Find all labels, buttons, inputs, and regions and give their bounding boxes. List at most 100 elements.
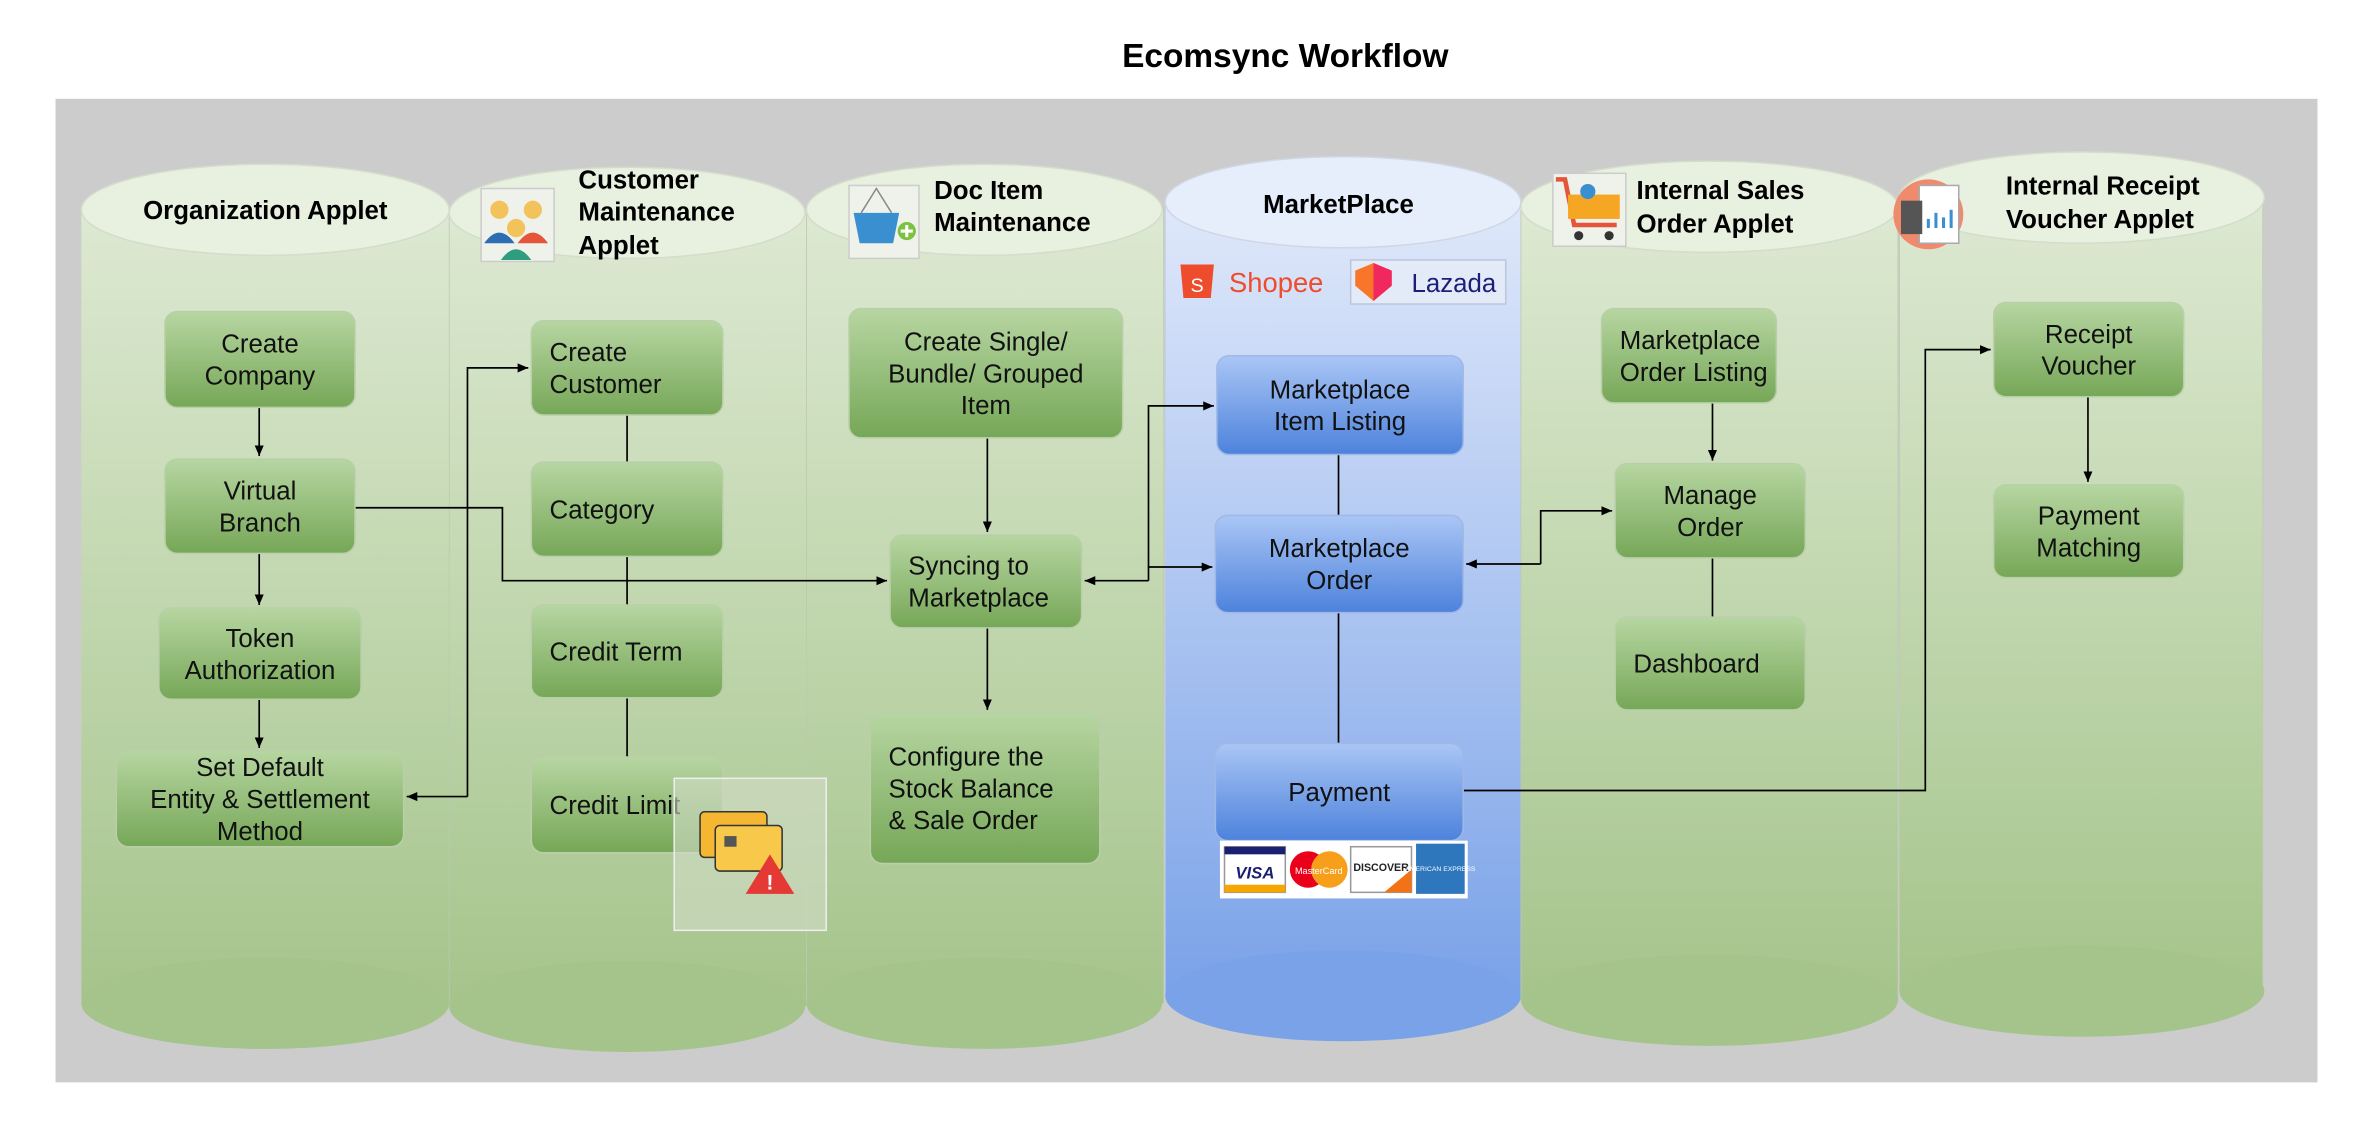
box-shape bbox=[1216, 354, 1464, 456]
lane-title-line: Doc Item bbox=[934, 177, 1043, 205]
shopping-basket-add-icon bbox=[848, 184, 920, 260]
arrow-branch-to-syncing bbox=[354, 506, 888, 586]
lane-title-line: Internal Receipt bbox=[2006, 173, 2200, 201]
american-express-logo: AMERICAN EXPRESS bbox=[1405, 843, 1476, 894]
box-label: Marketplace bbox=[1620, 327, 1761, 355]
svg-text:S: S bbox=[1191, 275, 1204, 297]
box-shape bbox=[164, 310, 356, 409]
box-shape bbox=[1600, 307, 1778, 404]
box-label: Item Listing bbox=[1274, 408, 1406, 436]
box-label: Company bbox=[205, 363, 316, 391]
box-label: Voucher bbox=[2041, 353, 2136, 381]
svg-text:MasterCard: MasterCard bbox=[1295, 866, 1343, 876]
lane-organization: Organization Applet bbox=[80, 163, 450, 1049]
box-label: Marketplace bbox=[908, 585, 1049, 613]
box-label: Order Listing bbox=[1620, 359, 1768, 387]
arrow-syncing-to-item-listing bbox=[1147, 401, 1214, 568]
svg-text:VISA: VISA bbox=[1235, 864, 1274, 883]
lane-internal-sales-order: Internal Sales Order Applet bbox=[1520, 160, 1899, 1046]
box-label: Category bbox=[550, 496, 655, 524]
box-shape bbox=[530, 319, 724, 416]
box-shape bbox=[889, 534, 1083, 629]
box-label: Order bbox=[1677, 514, 1743, 542]
connectors bbox=[254, 345, 2093, 802]
box-label: Authorization bbox=[185, 657, 336, 685]
box-label: Marketplace bbox=[1269, 535, 1410, 563]
svg-text:AMERICAN EXPRESS: AMERICAN EXPRESS bbox=[1405, 866, 1476, 873]
box-shape bbox=[1992, 484, 2185, 579]
svg-text:!: ! bbox=[766, 870, 773, 894]
box-shape bbox=[1614, 616, 1806, 711]
box-label: & Sale Order bbox=[889, 807, 1039, 835]
credit-card-warning-icon: ! bbox=[673, 777, 827, 932]
box-shape bbox=[848, 307, 1124, 439]
arrow-payment-to-receipt bbox=[1463, 345, 1991, 792]
box-label: Order bbox=[1306, 567, 1372, 595]
svg-text:Lazada: Lazada bbox=[1411, 270, 1496, 298]
lane-title-line: Applet bbox=[578, 232, 659, 260]
lane-title-line: Internal Sales bbox=[1636, 177, 1804, 205]
box-label: Manage bbox=[1664, 482, 1757, 510]
box-shape bbox=[1614, 462, 1806, 559]
arrow-settlement-to-customer bbox=[466, 363, 529, 797]
box-label: Dashboard bbox=[1633, 651, 1759, 679]
process-box-syncing-to-marketplace[interactable]: Syncing to Marketplace bbox=[889, 534, 1083, 629]
lane-title: Organization Applet bbox=[143, 197, 388, 225]
lane-internal-receipt-voucher: Internal Receipt Voucher Applet bbox=[1893, 151, 2266, 1037]
box-label: Stock Balance bbox=[889, 775, 1054, 803]
process-box-payment[interactable]: Payment bbox=[1214, 742, 1464, 842]
box-shape bbox=[530, 604, 724, 699]
process-box-credit-term[interactable]: Credit Term bbox=[530, 604, 724, 699]
box-label: Create bbox=[221, 331, 299, 359]
lane-title-line: Customer bbox=[578, 167, 699, 195]
box-label: Marketplace bbox=[1270, 376, 1411, 404]
box-label: Token bbox=[226, 625, 295, 653]
arrow-order-to-manage bbox=[1539, 506, 1613, 564]
lane-title-line: Order Applet bbox=[1636, 211, 1793, 239]
lane-title-line: Voucher Applet bbox=[2006, 206, 2194, 234]
box-label: Configure the bbox=[889, 743, 1044, 771]
box-label: Customer bbox=[550, 371, 662, 399]
mastercard-logo: MasterCard bbox=[1289, 851, 1348, 888]
lane-title-line: Maintenance bbox=[578, 198, 734, 226]
customers-group-icon bbox=[480, 187, 555, 263]
box-label: Create bbox=[550, 339, 628, 367]
shopee-logo: S Shopee bbox=[1180, 264, 1323, 298]
box-shape bbox=[1214, 514, 1464, 614]
box-label: Payment bbox=[1288, 779, 1390, 807]
svg-text:Shopee: Shopee bbox=[1229, 267, 1323, 298]
process-box-dashboard[interactable]: Dashboard bbox=[1614, 616, 1806, 711]
lane-title-line: Maintenance bbox=[934, 209, 1090, 237]
box-label: Bundle/ Grouped bbox=[888, 360, 1083, 388]
box-label: Set Default bbox=[196, 754, 324, 782]
box-label: Matching bbox=[2036, 534, 2141, 562]
box-label: Credit Limit bbox=[550, 792, 681, 820]
box-shape bbox=[164, 458, 356, 555]
process-box-category[interactable]: Category bbox=[530, 461, 724, 558]
box-label: Payment bbox=[2038, 502, 2140, 530]
box-shape bbox=[158, 607, 362, 701]
box-label: Branch bbox=[219, 509, 301, 537]
box-label: Credit Term bbox=[550, 639, 683, 667]
box-shape bbox=[1992, 301, 2185, 398]
box-label: Syncing to bbox=[908, 553, 1029, 581]
box-label: Method bbox=[217, 818, 303, 846]
box-label: Entity & Settlement bbox=[150, 786, 370, 814]
box-shape bbox=[869, 712, 1101, 865]
shopping-cart-icon bbox=[1552, 172, 1627, 248]
discover-logo: DISCOVER bbox=[1349, 845, 1413, 894]
